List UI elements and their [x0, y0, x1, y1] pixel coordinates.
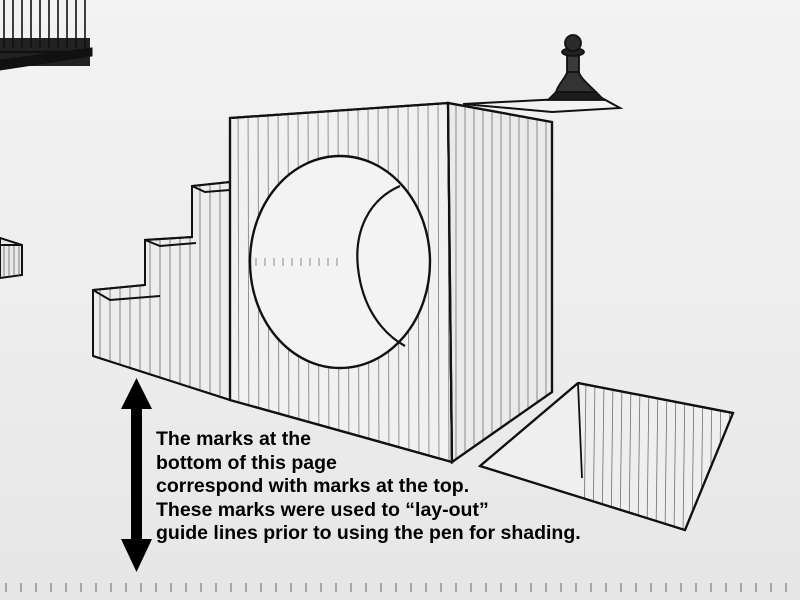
hatch-line — [655, 383, 659, 530]
caption-line: guide lines prior to using the pen for s… — [156, 522, 581, 544]
hatch-line — [664, 383, 668, 530]
left-block-fragment — [0, 236, 23, 280]
caption-line: These marks were used to “lay-out” — [156, 498, 489, 521]
railing-fragment — [0, 0, 93, 71]
hatch-line — [637, 383, 641, 530]
caption-line: bottom of this page — [156, 451, 337, 474]
hatch-line — [646, 383, 650, 530]
cube-front-face — [228, 101, 454, 464]
caption-line: correspond with marks at the top. — [156, 475, 470, 497]
double-arrow-icon — [121, 378, 152, 572]
pawn-figure — [545, 34, 607, 101]
hatch-line — [682, 383, 686, 530]
cube-side-face — [446, 101, 554, 465]
hatch-line — [628, 383, 632, 530]
stairs — [92, 180, 231, 402]
hatch-line — [673, 383, 677, 530]
hatch-line — [437, 103, 440, 462]
caption-text: The marks at the bottom of this page cor… — [156, 428, 736, 546]
caption-line: The marks at the — [156, 428, 311, 450]
layout-tick-marks — [5, 583, 787, 592]
